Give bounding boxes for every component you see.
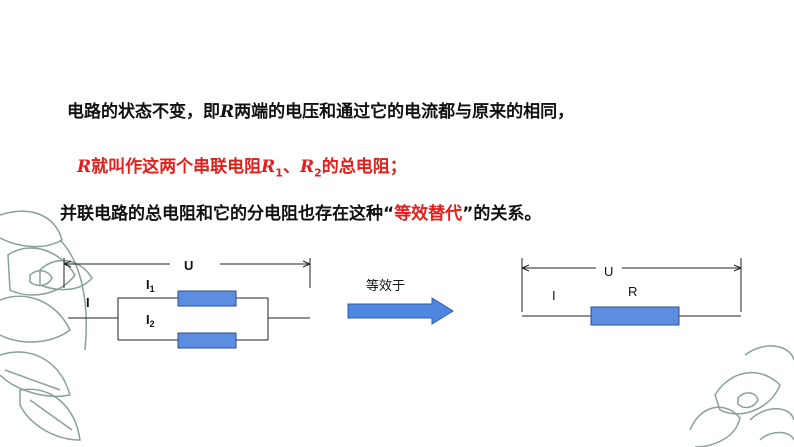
leaf-right	[759, 431, 794, 441]
line1-text-a: 电路的状态不变，即	[67, 102, 220, 122]
resistor-branch-1	[177, 290, 237, 307]
line2-variable-r2: R	[299, 157, 315, 177]
resistor-branch-2	[177, 332, 237, 349]
line2-variable-r1: R	[261, 157, 276, 177]
line2-separator: 、	[282, 157, 300, 177]
parallel-circuit	[63, 258, 311, 341]
flower-petal-right-1	[744, 345, 794, 361]
equivalent-resistor	[590, 306, 680, 326]
statement-line-1: 电路的状态不变，即R两端的电压和通过它的电流都与原来的相同，	[67, 97, 574, 122]
stem-left	[59, 239, 88, 351]
line3-highlight: 等效替代	[394, 204, 463, 224]
flower-petal-right-4	[749, 408, 794, 421]
voltage-arrowhead-left	[63, 260, 72, 268]
line2-text-b: 的总电阻；	[321, 157, 407, 177]
line2-r1-subscript: 1	[275, 166, 283, 180]
flower-petal-left-1	[0, 210, 63, 248]
left-current-label: I	[86, 295, 90, 310]
line2-variable-r: R	[77, 157, 92, 177]
line2-r2-subscript: 2	[314, 166, 322, 180]
flower-center-left	[29, 270, 53, 287]
right-voltage-label: U	[604, 264, 613, 279]
right-voltage-arrowhead-right	[733, 264, 742, 272]
line1-variable-r: R	[220, 102, 235, 122]
statement-line-2: R就叫作这两个串联电阻R1、R2的总电阻；	[77, 152, 407, 179]
branch2-current-label: I2	[146, 312, 155, 329]
flower-petal-left-2	[7, 247, 76, 296]
right-resistance-label: R	[628, 284, 637, 299]
flower-petal-right-3	[689, 406, 741, 447]
leaf-left-vein	[4, 369, 73, 431]
branch1-current-label: I1	[146, 277, 155, 294]
line3-quote-close: ”	[462, 204, 474, 224]
line3-text-b: 的关系。	[473, 204, 542, 224]
flower-petal-left-3	[0, 295, 71, 343]
flower-petal-right-2	[714, 371, 781, 415]
equivalence-label: 等效于	[366, 278, 405, 293]
line1-text-b: 两端的电压和通过它的电流都与原来的相同，	[234, 102, 575, 122]
statement-line-3: 并联电路的总电阻和它的分电阻也存在这种“等效替代”的关系。	[60, 199, 541, 224]
equivalent-circuit	[521, 258, 742, 317]
equivalence-arrow	[347, 297, 454, 325]
flower-petal-left-4	[39, 259, 93, 291]
right-current-label: I	[552, 288, 556, 303]
left-voltage-label: U	[184, 258, 193, 273]
leaf-left-2	[19, 388, 81, 441]
line3-text-a: 并联电路的总电阻和它的分电阻也存在这种	[60, 204, 383, 224]
right-voltage-arrowhead-left	[521, 264, 530, 272]
flower-center-right	[737, 392, 759, 409]
line2-text-a: 就叫作这两个串联电阻	[91, 157, 262, 177]
line3-quote-open: “	[383, 204, 395, 224]
leaf-left-1	[0, 351, 71, 397]
voltage-arrowhead-right	[302, 260, 311, 268]
